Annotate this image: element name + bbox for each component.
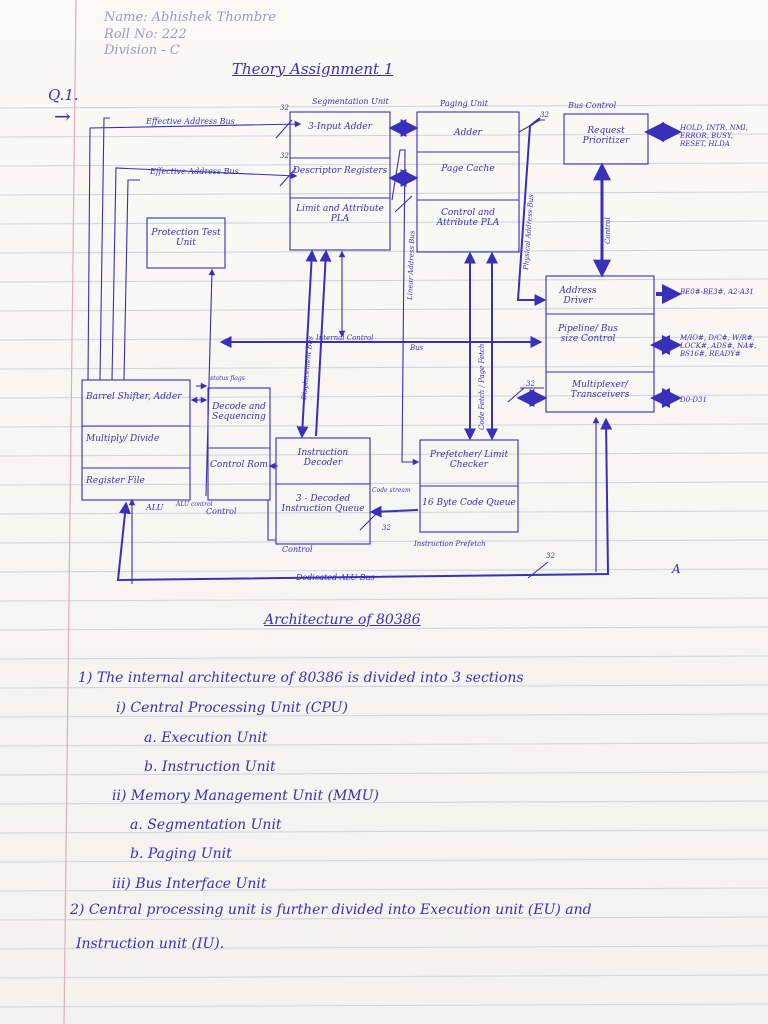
- note-line: ii) Memory Management Unit (MMU): [112, 788, 379, 804]
- paging-control-pla-block: Control and Attribute PLA: [436, 208, 500, 228]
- bus-width-label: 32: [540, 111, 549, 119]
- division: Division - C: [104, 43, 180, 58]
- note-line: b. Paging Unit: [130, 846, 232, 862]
- student-name: Name: Abhishek Thombre: [104, 10, 277, 25]
- bus-control-signals: HOLD, INTR, NMI, ERROR, BUSY, RESET, HLD…: [680, 124, 748, 148]
- note-line: 2) Central processing unit is further di…: [70, 902, 592, 918]
- margin-mark: A: [672, 562, 681, 576]
- decode-sequencing-block: Decode and Sequencing: [212, 402, 266, 422]
- bus-width-label: 32: [280, 152, 289, 160]
- effective-address-bus-label-2: Effective Address Bus: [149, 167, 239, 176]
- multiply-divide-block: Multiply/ Divide: [86, 434, 160, 444]
- instruction-decoder-block: Instruction Decoder: [297, 448, 349, 468]
- internal-control-label: Internal Control: [315, 334, 373, 342]
- alu-control-label: ALU control: [175, 501, 213, 508]
- pipeline-signals: M/IO#, D/C#, W/R#, LOCK#, ADS#, NA#, BS1…: [680, 334, 757, 358]
- pipeline-bus-control-block: Pipeline/ Bus size Control: [558, 324, 618, 344]
- displacement-bus-label: Displacement Bus: [300, 335, 315, 401]
- control-vertical-label: Control: [604, 217, 612, 244]
- note-line: a. Segmentation Unit: [130, 817, 282, 833]
- barrel-shifter-block: Barrel Shifter, Adder: [86, 392, 182, 402]
- note-line: a. Execution Unit: [144, 730, 268, 746]
- code-page-fetch-label: Code Fetch / Page Fetch: [478, 344, 486, 430]
- multiplexer-transceivers-block: Multiplexer/ Transceivers: [570, 380, 630, 400]
- note-line: b. Instruction Unit: [144, 759, 276, 775]
- roll-number: Roll No: 222: [104, 27, 187, 42]
- seg-adder-block: 3-Input Adder: [308, 122, 372, 132]
- prefetcher-block: Prefetcher/ Limit Checker: [429, 450, 509, 470]
- protection-test-box: [146, 217, 226, 269]
- bus-width-label: 32: [526, 380, 535, 388]
- question-arrow-icon: →: [54, 104, 71, 128]
- control-label-2: Control: [282, 545, 313, 554]
- bus-control-label: Bus Control: [567, 101, 617, 110]
- data-signals: D0-D31: [680, 396, 707, 404]
- note-line: Instruction unit (IU).: [76, 936, 225, 952]
- code-queue-block: 16 Byte Code Queue: [422, 498, 516, 508]
- diagram-caption: Architecture of 80386: [264, 612, 421, 628]
- question-number: Q.1.: [48, 86, 79, 104]
- bus-width-label: 32: [382, 524, 391, 532]
- alu-label: ALU: [145, 503, 164, 512]
- segmentation-unit-label: Segmentation Unit: [312, 97, 390, 106]
- control-rom-block: Control Rom: [210, 460, 268, 470]
- page-cache-block: Page Cache: [441, 164, 495, 174]
- assignment-title: Theory Assignment 1: [232, 60, 394, 78]
- decoded-instruction-queue-block: 3 - Decoded Instruction Queue: [281, 494, 365, 514]
- paging-adder-block: Adder: [454, 128, 482, 138]
- architecture-diagram: Segmentation Unit Paging Unit Bus Contro…: [81, 97, 682, 584]
- bus-width-label: 32: [280, 104, 289, 112]
- register-file-block: Register File: [86, 476, 145, 486]
- status-flags-label: status flags: [210, 375, 245, 382]
- note-line: iii) Bus Interface Unit: [112, 876, 267, 892]
- effective-address-bus-label-1: Effective Address Bus: [145, 117, 235, 126]
- code-stream-label: Code stream: [372, 487, 411, 494]
- seg-limit-pla-block: Limit and Attribute PLA: [296, 204, 384, 224]
- address-driver-block: Address Driver: [559, 286, 597, 306]
- control-label-1: Control: [206, 507, 237, 516]
- linear-address-bus-label: Linear Address Bus: [406, 230, 416, 301]
- segmentation-unit-box: [289, 111, 391, 251]
- note-line: 1) The internal architecture of 80386 is…: [78, 670, 524, 686]
- bus-label: Bus: [409, 344, 424, 352]
- instruction-prefetch-label: Instruction Prefetch: [413, 540, 486, 548]
- protection-test-unit-block: Protection Test Unit: [151, 228, 221, 248]
- bus-width-label: 32: [546, 552, 555, 560]
- descriptor-registers-block: Descriptor Registers: [292, 166, 388, 176]
- address-signals: BE0#-BE3#, A2-A31: [680, 288, 754, 296]
- note-line: i) Central Processing Unit (CPU): [116, 700, 348, 716]
- paging-unit-label: Paging Unit: [439, 99, 489, 108]
- dedicated-alu-bus-label: Dedicated ALU Bus: [295, 573, 375, 582]
- request-prioritizer-block: Request Prioritizer: [582, 126, 630, 146]
